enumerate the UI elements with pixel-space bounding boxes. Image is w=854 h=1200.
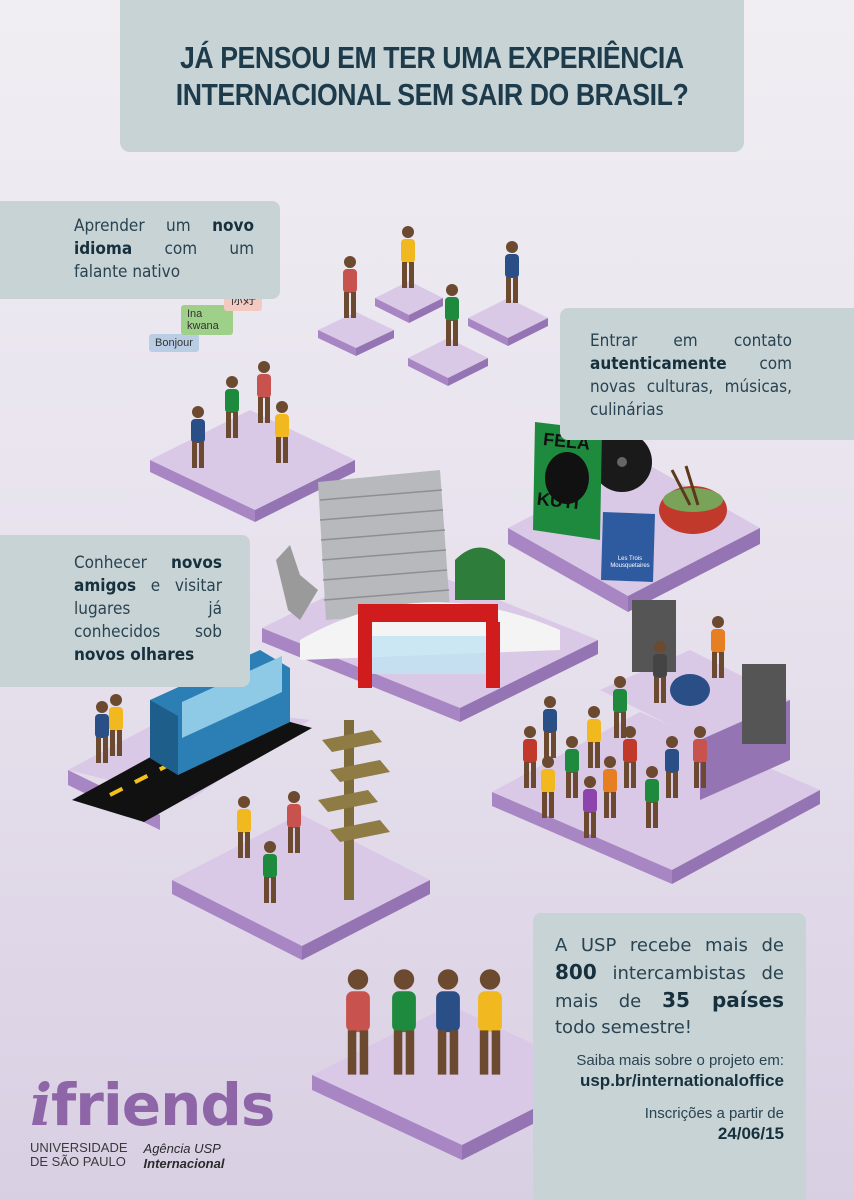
culture-platform	[508, 422, 760, 612]
logo-subtitle-row: UNIVERSIDADE DE SÃO PAULO Agência USP In…	[30, 1141, 270, 1172]
language-text-bold: novo idioma	[74, 216, 254, 259]
logo-word: friends	[51, 1071, 275, 1139]
usp-text-part-3: todo semestre!	[555, 1017, 693, 1038]
friends-text-part-2: e visitar lugares já conhecidos sob	[74, 576, 222, 642]
friends-text: Conhecer novos amigos e visitar lugares …	[74, 552, 222, 667]
signup-label: Inscrições a partir de	[644, 1105, 784, 1122]
agency-line-2: Internacional	[143, 1156, 225, 1171]
project-url-link[interactable]: usp.br/internationaloffice	[579, 1071, 784, 1090]
culture-text: Entrar em contato autenticamente com nov…	[590, 330, 792, 422]
usp-info-box: A USP recebe mais de 800 intercambistas …	[533, 913, 806, 1200]
small-platforms	[318, 281, 548, 386]
signup-date: 24/06/15	[717, 1124, 784, 1143]
page-title-line-2: INTERNACIONAL SEM SAIR DO BRASIL?	[175, 77, 689, 112]
university-line-2: DE SÃO PAULO	[30, 1154, 126, 1169]
album-cover-text: FELA KUTI	[536, 429, 604, 515]
friends-info-box: Conhecer novos amigos e visitar lugares …	[0, 535, 250, 687]
usp-text-part-1: A USP recebe mais de	[555, 935, 784, 956]
usp-countries-count: 35 países	[662, 988, 785, 1012]
friends-text-bold-1: novos amigos	[74, 553, 222, 596]
university-name: UNIVERSIDADE DE SÃO PAULO	[30, 1141, 128, 1171]
page-title-box: JÁ PENSOU EM TER UMA EXPERIÊNCIA INTERNA…	[120, 0, 744, 152]
culture-info-box: Entrar em contato autenticamente com nov…	[560, 308, 854, 440]
culture-text-part-1: Entrar em contato	[590, 331, 792, 351]
city-platform	[262, 470, 598, 722]
language-text: Aprender um novo idioma com um falante n…	[74, 215, 254, 284]
book-title: Les Trois Mousquetaires	[610, 556, 650, 569]
signup-date-wrap: 24/06/15	[555, 1124, 784, 1145]
agency-name: Agência USP Internacional	[144, 1141, 225, 1171]
usp-text-part-2: intercambistas de mais de	[555, 963, 784, 1012]
ifriends-logo: ifriends UNIVERSIDADE DE SÃO PAULO Agênc…	[30, 1075, 275, 1185]
culture-text-part-2: com novas culturas, músicas, culinárias	[590, 354, 792, 420]
friends-text-bold-2: novos olhares	[74, 645, 195, 665]
ifriends-wordmark: ifriends	[30, 1075, 275, 1135]
language-info-box: Aprender um novo idioma com um falante n…	[0, 201, 280, 299]
friends-text-part-1: Conhecer	[74, 553, 172, 573]
agency-line-1: Agência USP	[143, 1141, 221, 1156]
language-text-part-1: Aprender um	[74, 216, 213, 236]
project-url-wrap: usp.br/internationaloffice	[555, 1071, 784, 1092]
university-line-1: UNIVERSIDADE	[30, 1140, 128, 1155]
page-title-line-1: JÁ PENSOU EM TER UMA EXPERIÊNCIA	[180, 40, 684, 75]
usp-stats-text: A USP recebe mais de 800 intercambistas …	[555, 933, 784, 1041]
speech-bubble-bonjour: Bonjour	[149, 334, 199, 352]
logo-i: i	[30, 1071, 52, 1139]
language-text-part-2: com um falante nativo	[74, 239, 254, 282]
more-info-label: Saiba mais sobre o projeto em:	[576, 1052, 784, 1069]
culture-text-bold: autenticamente	[590, 354, 727, 374]
usp-students-count: 800	[555, 960, 597, 984]
road-platform	[68, 650, 312, 830]
signpost-platform	[172, 720, 430, 960]
